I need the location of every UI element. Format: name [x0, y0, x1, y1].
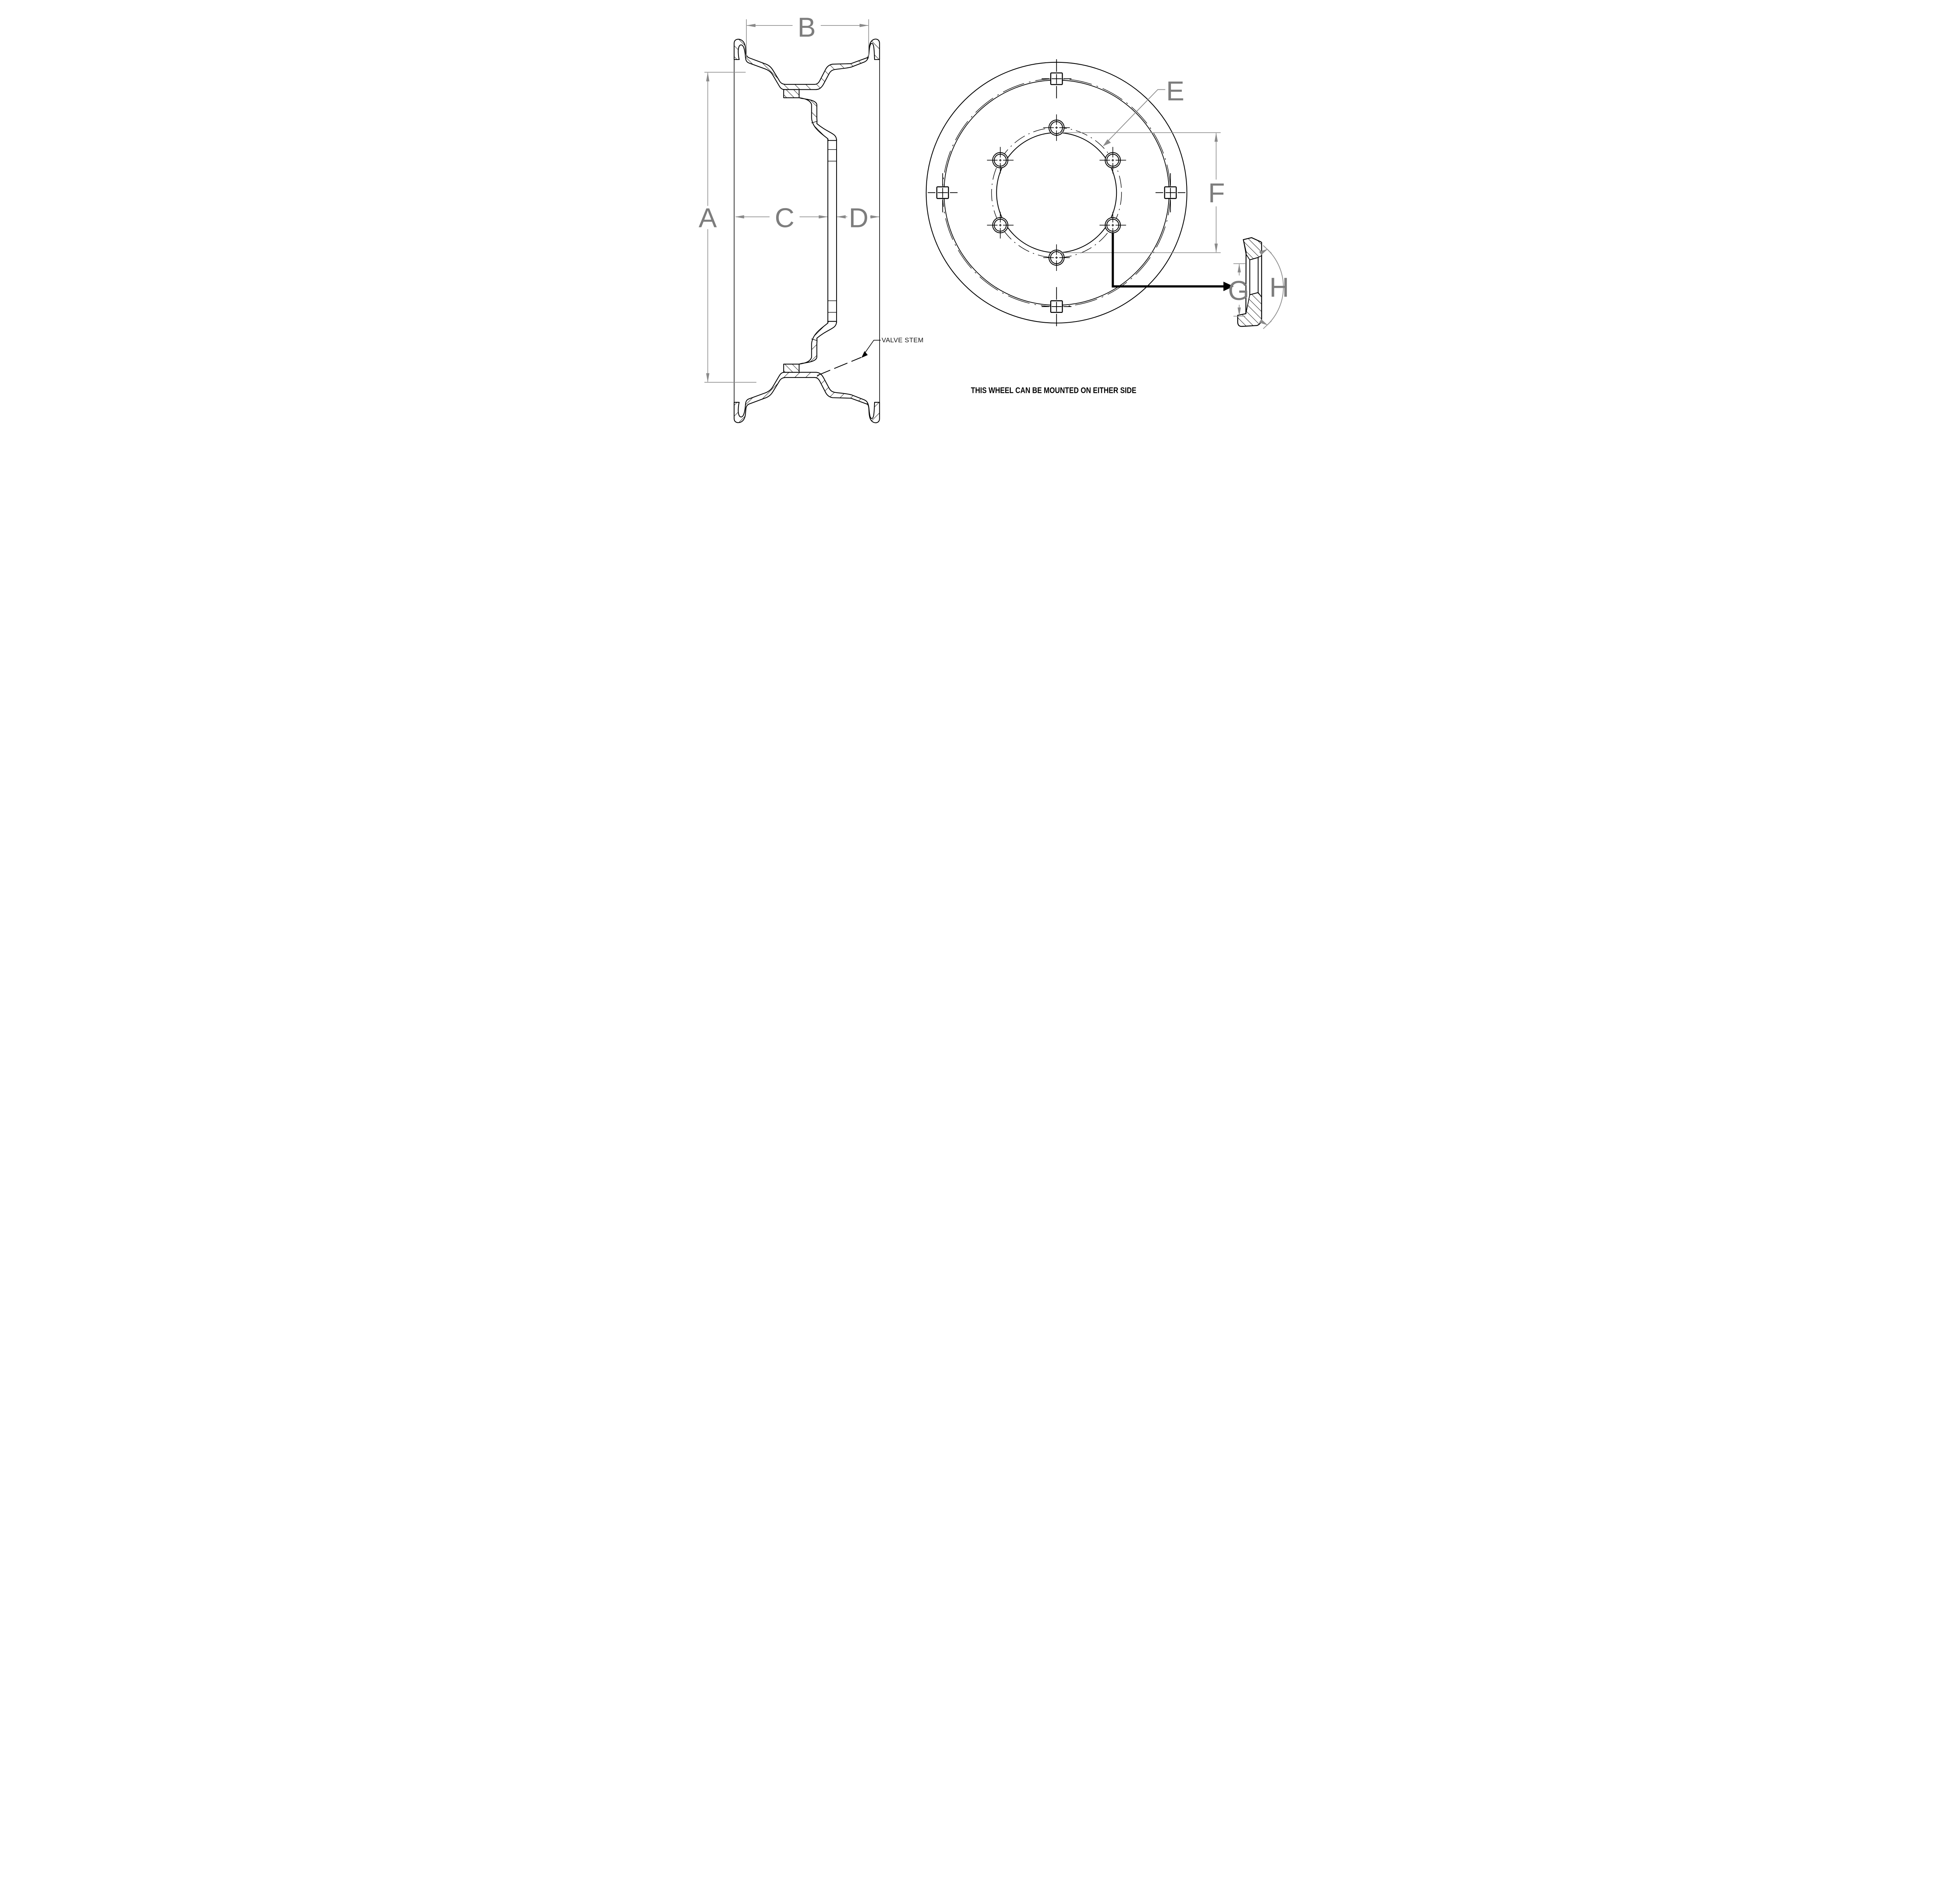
flange-detail-view: G H: [1228, 237, 1289, 329]
square-tab-left: [927, 173, 958, 213]
callout-e: E: [1103, 76, 1184, 146]
square-tab-right: [1155, 173, 1185, 213]
e-leader-arrowhead: [1103, 139, 1111, 146]
dim-label-a: A: [699, 202, 717, 233]
bolt-holes: [987, 114, 1126, 271]
disc-section-lower: [799, 321, 837, 365]
front-view: [926, 59, 1187, 326]
e-leader-line: [1104, 89, 1165, 145]
rim-section-bottom-band: [733, 372, 880, 423]
detail-section-leader: [1111, 233, 1234, 291]
dim-c-arrow-left: [735, 215, 744, 219]
dim-a-arrow-down: [706, 373, 710, 383]
valve-stem-label: VALVE STEM: [882, 336, 924, 344]
dim-label-c: C: [775, 202, 794, 233]
detail-inner-channel: [1249, 257, 1259, 296]
dim-h-arrow-bottom: [1259, 319, 1268, 325]
dim-f-arrow-down: [1214, 243, 1218, 253]
drawing-page: VALVE STEM A B C D: [666, 0, 1294, 437]
dim-d-arrow-right: [870, 215, 880, 219]
dim-h-arrow-top: [1259, 249, 1268, 255]
valve-stem-leader-arrowhead: [861, 351, 868, 358]
dim-a-arrow-up: [706, 72, 710, 82]
cross-section-dimensions: [704, 19, 880, 383]
hub-pad-top: [783, 89, 800, 98]
wheel-technical-drawing: VALVE STEM A B C D: [666, 0, 1294, 437]
detail-leader-arrowhead: [1223, 282, 1234, 291]
dim-d-arrow-left: [837, 215, 846, 219]
dimension-g: [1233, 263, 1245, 317]
bolt-hole: [1099, 212, 1126, 239]
bolt-hole: [987, 147, 1014, 174]
rim-outer-circle: [926, 62, 1187, 323]
bolt-hole: [1043, 114, 1070, 141]
detail-hatch-foot: [1237, 292, 1262, 327]
dim-label-f: F: [1208, 178, 1225, 208]
square-tab-bottom: [1042, 287, 1072, 326]
dim-label-d: D: [849, 202, 868, 233]
dim-label-e: E: [1166, 76, 1184, 106]
rim-inner-edge-circle: [944, 80, 1170, 306]
hub-pad-bottom: [783, 363, 800, 373]
bolt-hole: [987, 212, 1014, 239]
square-tab-top: [1042, 59, 1072, 98]
bolt-hole: [1043, 244, 1070, 271]
center-bore-circle: [996, 132, 1117, 253]
valve-stem-axis-dashed-line: [817, 357, 862, 376]
square-tabs: [927, 59, 1185, 326]
dim-g-arrow-down: [1238, 307, 1241, 316]
dim-f-arrow-up: [1214, 133, 1218, 142]
dim-b-arrow-right: [859, 24, 869, 27]
detail-hatch-top: [1243, 237, 1262, 260]
dimension-f: [1058, 132, 1221, 253]
dim-b-arrow-left: [746, 24, 756, 27]
bolt-circle-centerline: [991, 127, 1122, 258]
mounting-note: THIS WHEEL CAN BE MOUNTED ON EITHER SIDE: [971, 385, 1136, 395]
dim-label-b: B: [798, 12, 816, 43]
dimension-h: [1259, 245, 1284, 329]
dim-g-arrow-up: [1238, 263, 1241, 272]
dim-c-arrow-right: [818, 215, 828, 219]
dim-label-h: H: [1269, 272, 1289, 303]
rim-section-top-band: [733, 38, 880, 90]
disc-section-upper: [799, 97, 837, 141]
detail-leader-line: [1111, 233, 1226, 288]
dim-label-g: G: [1228, 275, 1249, 306]
dim-h-arc: [1267, 249, 1284, 325]
cross-section-view: VALVE STEM: [733, 38, 924, 423]
disc-break-ticks: [811, 121, 837, 341]
bolt-hole: [1099, 147, 1126, 174]
valve-stem-leader-line: [862, 340, 881, 357]
